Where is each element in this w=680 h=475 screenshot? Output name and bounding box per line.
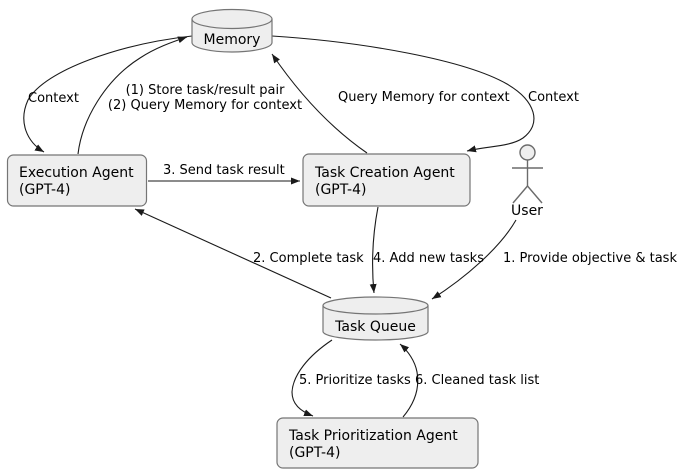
user-label: User: [511, 203, 543, 219]
edge-label-provide-objective: 1. Provide objective & task: [503, 251, 677, 266]
edge-label-complete-task: 2. Complete task: [253, 251, 364, 266]
task-queue-cylinder-rim: [322, 305, 429, 315]
edge-add-new-tasks-arrow: [369, 206, 379, 294]
node-task-creation-agent: Task Creation Agent (GPT-4): [302, 153, 471, 207]
memory-cylinder-icon: [191, 8, 273, 53]
memory-cylinder-rim: [191, 18, 273, 30]
user-actor-head-icon: [519, 144, 536, 161]
execution-agent-label: Execution Agent: [19, 165, 134, 181]
edge-label-store-task-result-pair: (1) Store task/result pair: [126, 83, 286, 98]
execution-agent-box: [6, 154, 148, 207]
node-user: User: [511, 144, 543, 219]
edge-label-query-memory-for-context: Query Memory for context: [338, 90, 510, 105]
edge-cleaned-task-list-arrow: [399, 343, 419, 418]
edge-label-send-task-result: 3. Send task result: [163, 163, 285, 178]
edge-context-to-execution-arrow: [23, 35, 193, 153]
task-prioritization-agent-label: Task Prioritization Agent: [288, 428, 458, 444]
task-queue-label: Task Queue: [334, 319, 416, 335]
edge-label-prioritize-tasks: 5. Prioritize tasks: [299, 373, 411, 388]
task-prioritization-agent-sublabel: (GPT-4): [289, 445, 340, 461]
task-creation-agent-label: Task Creation Agent: [314, 165, 455, 181]
task-queue-cylinder-icon: [322, 296, 429, 341]
task-creation-agent-box: [302, 153, 471, 207]
edge-provide-objective-arrow: [431, 219, 517, 300]
node-task-prioritization-agent: Task Prioritization Agent (GPT-4): [276, 417, 479, 469]
edges: [23, 35, 535, 418]
node-execution-agent: Execution Agent (GPT-4): [6, 154, 148, 207]
edge-label-context-right: Context: [528, 90, 579, 105]
edge-labels: Context (1) Store task/result pair (2) Q…: [28, 83, 677, 388]
memory-label: Memory: [204, 32, 261, 48]
edge-label-cleaned-task-list: 6. Cleaned task list: [415, 373, 539, 388]
edge-store-and-query-memory-arrow: [77, 36, 188, 155]
edge-context-to-task-creation-arrow: [271, 35, 535, 153]
edge-label-add-new-tasks: 4. Add new tasks: [373, 251, 484, 266]
user-actor-legs-icon: [512, 185, 543, 204]
execution-agent-sublabel: (GPT-4): [19, 182, 70, 198]
edge-prioritize-tasks-arrow: [291, 339, 333, 417]
edge-label-query-memory-line2: (2) Query Memory for context: [108, 98, 302, 113]
task-creation-agent-sublabel: (GPT-4): [315, 182, 366, 198]
node-memory: Memory: [191, 8, 273, 53]
edge-complete-task-arrow: [134, 208, 332, 299]
task-prioritization-agent-box: [276, 417, 479, 469]
node-task-queue: Task Queue: [322, 296, 429, 341]
edge-query-memory-for-context-arrow: [271, 53, 368, 154]
edge-label-context-left: Context: [28, 91, 79, 106]
